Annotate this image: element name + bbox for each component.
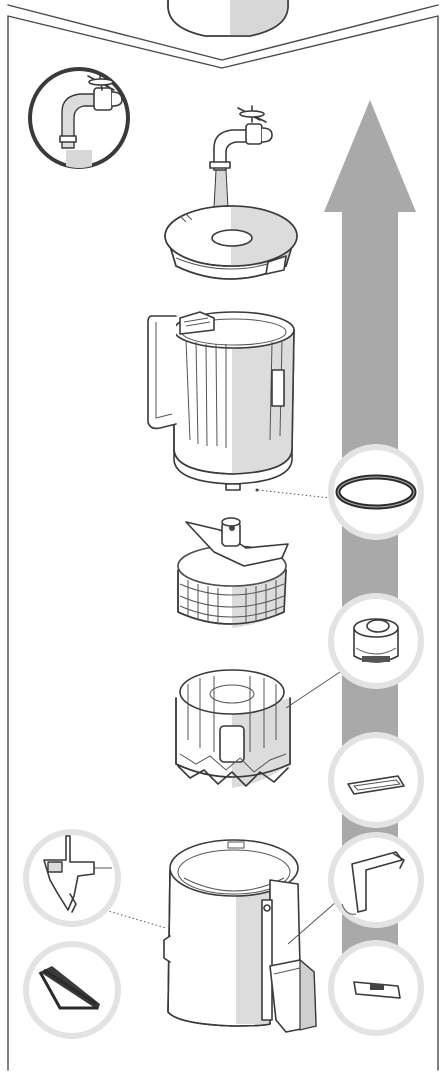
faucet-with-water	[209, 105, 273, 209]
rubber-foot-callout	[328, 732, 424, 828]
juice-container	[147, 311, 295, 492]
rotating-brush	[175, 669, 291, 788]
drip-flap-callout	[328, 832, 424, 928]
leader-line	[257, 489, 331, 499]
spout-stopper-callout	[328, 593, 424, 689]
filter-basket	[177, 517, 289, 628]
bent-wire-tool-callout	[23, 941, 121, 1039]
cord-clip-callout	[328, 940, 424, 1036]
leader-line	[287, 901, 337, 945]
motor-base-housing	[163, 839, 317, 1033]
page-frame	[7, 0, 439, 1071]
sealing-ring-callout	[328, 444, 424, 540]
tap-detail-circle	[28, 67, 130, 169]
latch-clip-callout	[23, 829, 121, 927]
juicer-lid	[164, 205, 298, 280]
leader-line	[285, 671, 341, 709]
